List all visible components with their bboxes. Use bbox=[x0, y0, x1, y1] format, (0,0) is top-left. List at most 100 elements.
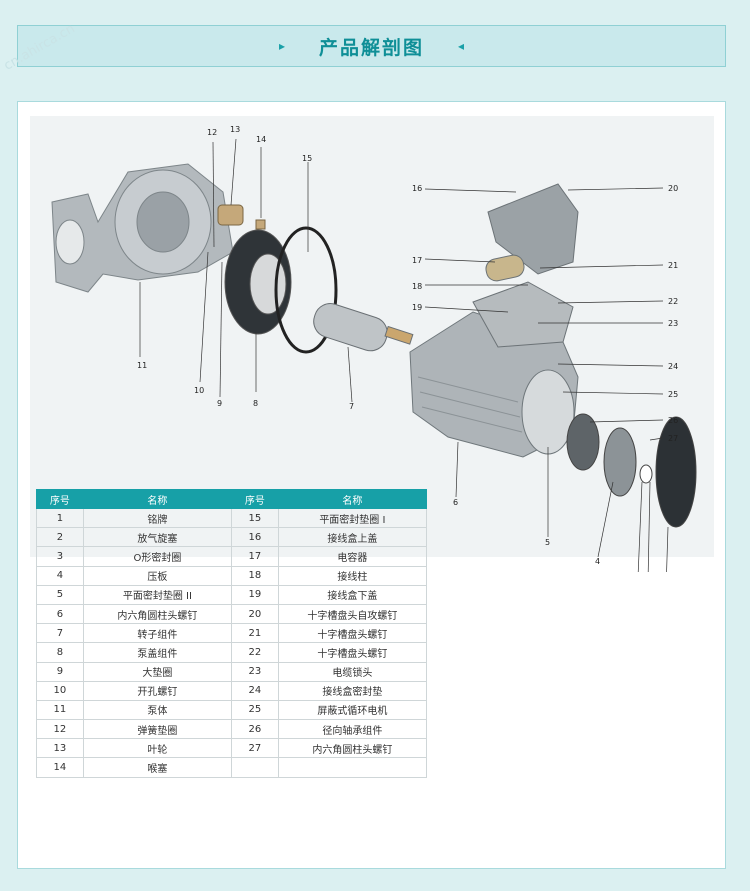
page-title: 产品解剖图 bbox=[318, 36, 424, 59]
cell-name: 内六角圆柱头螺钉 bbox=[82, 603, 232, 625]
cell-name: 铭牌 bbox=[82, 507, 232, 529]
cell-idx: 5 bbox=[36, 584, 84, 605]
content-panel: 1 2 3 4 5 6 7 8 9 10 11 12 13 14 15 16 1… bbox=[17, 101, 726, 869]
callout-19: 19 bbox=[412, 303, 422, 312]
cell-name: 电缆锁头 bbox=[277, 661, 428, 682]
cell-idx: 24 bbox=[230, 680, 279, 701]
motor-housing-part bbox=[409, 311, 579, 458]
callout-23: 23 bbox=[668, 319, 678, 328]
cell-name: 电容器 bbox=[277, 546, 428, 567]
cell-name: 十字槽盘头螺钉 bbox=[277, 642, 428, 663]
cell-idx: 14 bbox=[36, 757, 84, 778]
callout-20: 20 bbox=[668, 184, 678, 193]
cell-name: 开孔螺钉 bbox=[82, 680, 232, 701]
cell-name: 接线柱 bbox=[277, 565, 428, 586]
cell-idx: 20 bbox=[230, 603, 279, 625]
rotor-part bbox=[313, 303, 414, 352]
cell-name: 喉塞 bbox=[82, 757, 232, 778]
callout-25: 25 bbox=[668, 390, 678, 399]
page-header: ▸ 产品解剖图 ◂ bbox=[17, 25, 726, 67]
cell-name: 内六角圆柱头螺钉 bbox=[277, 738, 428, 759]
cell-idx: 19 bbox=[230, 584, 279, 605]
cell-idx: 4 bbox=[36, 565, 84, 586]
cell-idx: 1 bbox=[36, 507, 84, 529]
cell-name: 平面密封垫圈 I bbox=[277, 507, 428, 529]
cell-idx: 16 bbox=[230, 527, 279, 548]
callout-24: 24 bbox=[668, 362, 678, 371]
callout-6: 6 bbox=[453, 498, 458, 507]
callout-27: 27 bbox=[668, 434, 678, 443]
callout-15: 15 bbox=[302, 154, 312, 163]
table-header-row: 序号 名称 序号 名称 bbox=[36, 489, 428, 509]
column-header-idx: 序号 bbox=[230, 489, 279, 509]
cell-idx: 13 bbox=[36, 738, 84, 759]
cell-idx bbox=[230, 757, 279, 778]
cell-name: 转子组件 bbox=[82, 623, 232, 644]
column-header-idx: 序号 bbox=[36, 489, 84, 509]
cell-idx: 9 bbox=[36, 661, 84, 682]
callout-9: 9 bbox=[217, 399, 222, 408]
cell-name: O形密封圈 bbox=[82, 546, 232, 567]
pump-body-part bbox=[51, 163, 234, 293]
cell-idx: 6 bbox=[36, 603, 84, 625]
column-header-name: 名称 bbox=[82, 489, 232, 509]
callout-11: 11 bbox=[137, 361, 147, 370]
cell-idx: 17 bbox=[230, 546, 279, 567]
cell-name: 叶轮 bbox=[82, 738, 232, 759]
pump-cover-part bbox=[224, 226, 338, 354]
cell-idx: 12 bbox=[36, 719, 84, 740]
cell-name bbox=[277, 757, 428, 778]
cell-name: 接线盒上盖 bbox=[277, 527, 428, 548]
cell-name: 弹簧垫圈 bbox=[82, 719, 232, 740]
cell-idx: 25 bbox=[230, 699, 279, 721]
callout-numbers: 1 2 3 4 5 6 7 8 9 10 11 12 13 14 15 16 1… bbox=[137, 125, 678, 566]
callout-14: 14 bbox=[256, 135, 266, 144]
callout-8: 8 bbox=[253, 399, 258, 408]
column-header-name: 名称 bbox=[277, 489, 428, 509]
cell-idx: 26 bbox=[230, 719, 279, 740]
cell-idx: 8 bbox=[36, 642, 84, 663]
cell-idx: 23 bbox=[230, 661, 279, 682]
cell-name: 放气旋塞 bbox=[82, 527, 232, 548]
callout-4: 4 bbox=[595, 557, 600, 566]
rear-parts bbox=[566, 413, 697, 528]
callout-13: 13 bbox=[230, 125, 240, 134]
cell-name: 接线盒密封垫 bbox=[277, 680, 428, 701]
cell-name: 屏蔽式循环电机 bbox=[277, 699, 428, 721]
cell-idx: 3 bbox=[36, 546, 84, 567]
cell-idx: 7 bbox=[36, 623, 84, 644]
impeller-part bbox=[217, 204, 266, 230]
callout-18: 18 bbox=[412, 282, 422, 291]
cell-idx: 2 bbox=[36, 527, 84, 548]
cell-idx: 11 bbox=[36, 699, 84, 721]
cell-idx: 18 bbox=[230, 565, 279, 586]
callout-16: 16 bbox=[412, 184, 422, 193]
cell-name: 径向轴承组件 bbox=[277, 719, 428, 740]
cell-idx: 22 bbox=[230, 642, 279, 663]
callout-21: 21 bbox=[668, 261, 678, 270]
callout-26: 26 bbox=[668, 416, 678, 425]
callout-lines bbox=[139, 138, 669, 572]
cell-name: 十字槽盘头自攻螺钉 bbox=[277, 603, 428, 625]
cell-name: 平面密封垫圈 II bbox=[82, 584, 232, 605]
cell-name: 压板 bbox=[82, 565, 232, 586]
callout-12: 12 bbox=[207, 128, 217, 137]
cell-idx: 10 bbox=[36, 680, 84, 701]
callout-7: 7 bbox=[349, 402, 354, 411]
cell-name: 泵盖组件 bbox=[82, 642, 232, 663]
